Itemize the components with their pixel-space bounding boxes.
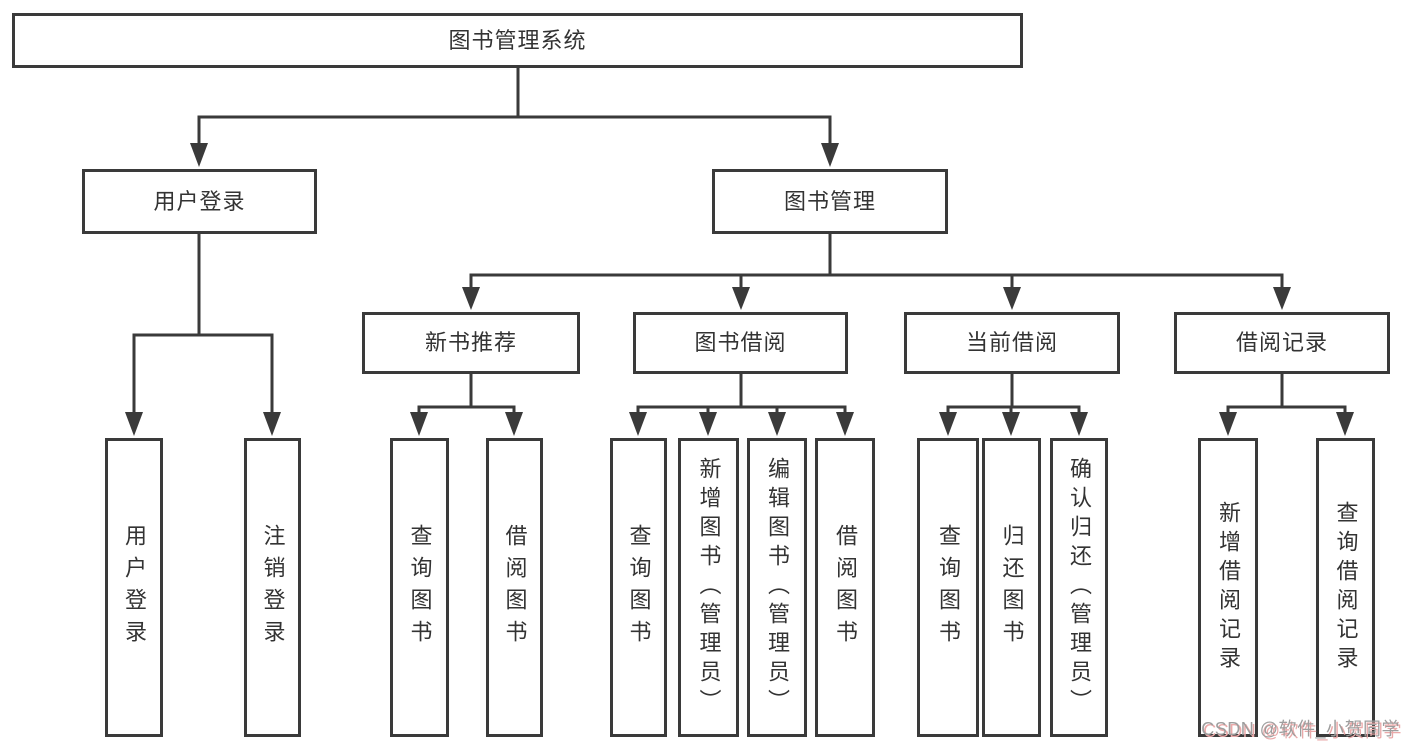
leaf-borrowing-edit-books-admin: 编辑图书（管理员） [747,438,807,737]
leaf-borrowing-query-books: 查询图书 [610,438,667,737]
node-current-borrowing: 当前借阅 [904,312,1120,374]
csdn-watermark: CSDN @软件_小贺同学 [1201,719,1400,739]
node-book-management: 图书管理 [712,169,948,234]
leaf-records-query-record: 查询借阅记录 [1316,438,1375,737]
leaf-current-query-books: 查询图书 [917,438,979,737]
leaf-current-return-books: 归还图书 [982,438,1041,737]
leaf-logout: 注销登录 [244,438,301,737]
leaf-current-confirm-return-admin: 确认归还（管理员） [1050,438,1108,737]
node-new-book-recommend: 新书推荐 [362,312,580,374]
arrowhead-icons [125,143,1354,436]
node-borrowing-records: 借阅记录 [1174,312,1390,374]
leaf-user-login: 用户登录 [105,438,163,737]
leaf-newbooks-query-books: 查询图书 [390,438,449,737]
leaf-newbooks-borrow-books: 借阅图书 [486,438,543,737]
leaf-borrowing-borrow-books: 借阅图书 [815,438,875,737]
leaf-records-add-record: 新增借阅记录 [1198,438,1258,737]
leaf-borrowing-add-books-admin: 新增图书（管理员） [678,438,739,737]
node-root: 图书管理系统 [12,13,1023,68]
node-book-borrowing: 图书借阅 [633,312,848,374]
node-user-login: 用户登录 [82,169,317,234]
